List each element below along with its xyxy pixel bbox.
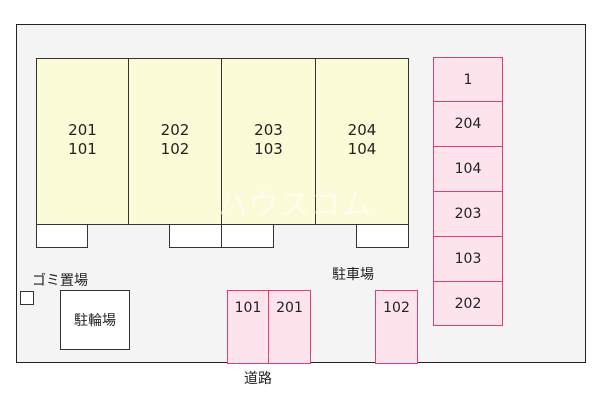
unit-number-lower: 103	[254, 140, 283, 158]
parking-space: 201	[268, 290, 311, 364]
unit-number-upper: 202	[160, 121, 190, 139]
bicycle-parking-label: 駐輪場	[74, 313, 116, 329]
unit-label-1: 201 101	[37, 121, 128, 159]
unit-label-2: 202 102	[129, 121, 221, 159]
building-unit-4: 204 104	[315, 58, 409, 225]
parking-space: 103	[433, 236, 503, 282]
watermark: ハウスコム	[217, 188, 373, 223]
parking-space-number: 204	[454, 116, 482, 132]
entrance-box	[221, 224, 274, 248]
parking-space: 104	[433, 146, 503, 192]
bicycle-parking: 駐輪場	[60, 290, 130, 350]
building-unit-2: 202 102	[128, 58, 222, 225]
parking-space-number: 202	[454, 295, 482, 312]
entrance-box	[36, 224, 88, 248]
building-unit-3: 203 103	[221, 58, 316, 225]
unit-label-3: 203 103	[222, 121, 315, 159]
parking-space: 101	[227, 290, 269, 364]
road-label: 道路	[244, 371, 272, 387]
entrance-box	[169, 224, 222, 248]
parking-space-number: 101	[234, 300, 262, 316]
parking-space: 203	[433, 191, 503, 237]
unit-number-lower: 104	[347, 140, 377, 158]
unit-label-4: 204 104	[316, 121, 408, 159]
parking-space-number: 103	[454, 251, 482, 267]
parking-space-number: 104	[454, 161, 482, 177]
entrance-box	[356, 224, 409, 248]
parking-space-number: 201	[276, 300, 303, 316]
unit-number-lower: 101	[68, 140, 97, 158]
unit-number-upper: 201	[68, 121, 97, 139]
trash-area-label: ゴミ置場	[32, 273, 88, 289]
unit-number-upper: 203	[254, 121, 283, 139]
parking-space: 1	[433, 57, 503, 102]
parking-label: 駐車場	[332, 267, 374, 283]
parking-space: 204	[433, 101, 503, 147]
unit-number-lower: 102	[160, 140, 190, 158]
building-unit-1: 201 101	[36, 58, 129, 225]
unit-number-upper: 204	[347, 121, 377, 139]
parking-space-number: 1	[463, 71, 473, 88]
parking-space-number: 203	[454, 206, 482, 222]
parking-space: 102	[375, 290, 418, 364]
parking-space-number: 102	[383, 300, 410, 316]
parking-space: 202	[433, 281, 503, 326]
trash-area	[20, 291, 34, 305]
